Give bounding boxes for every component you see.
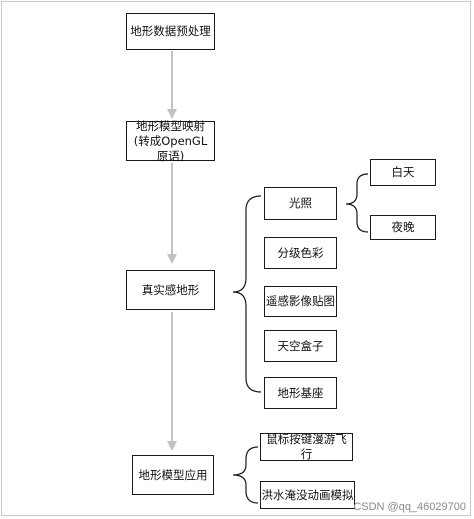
brace-realism <box>232 195 262 393</box>
node-remote-sensing: 遥感影像贴图 <box>264 286 337 317</box>
node-daytime: 白天 <box>370 159 436 186</box>
node-lighting: 光照 <box>264 187 337 220</box>
node-graded-color: 分级色彩 <box>264 237 337 269</box>
node-preprocess: 地形数据预处理 <box>126 13 215 50</box>
node-terrain-base: 地形基座 <box>264 377 337 409</box>
node-skybox: 天空盒子 <box>264 330 337 362</box>
node-night: 夜晚 <box>370 215 436 240</box>
node-application: 地形模型应用 <box>132 455 214 495</box>
node-realism: 真实感地形 <box>126 270 215 310</box>
watermark: CSDN @qq_46029700 <box>353 501 466 513</box>
brace-lighting <box>345 173 369 233</box>
node-mouse-roam: 鼠标按键漫游飞行 <box>260 432 353 461</box>
node-mapping: 地形模型映射(转成OpenGL原语) <box>126 119 215 163</box>
node-flood-animation: 洪水淹没动画模拟 <box>260 481 355 509</box>
brace-application <box>232 446 259 504</box>
